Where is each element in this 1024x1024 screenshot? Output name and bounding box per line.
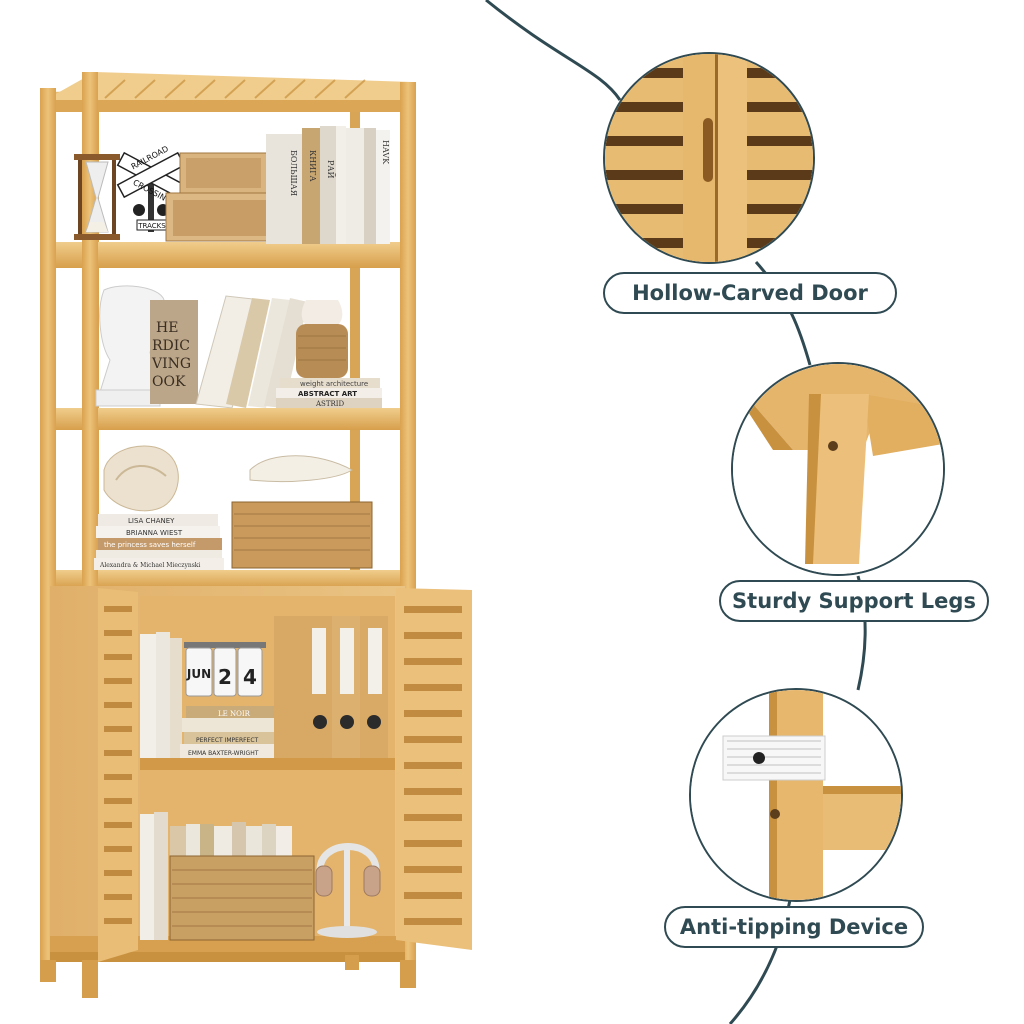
wicker-basket [231, 455, 373, 569]
svg-text:the princess saves herself: the princess saves herself [104, 541, 196, 549]
hourglass [74, 154, 120, 240]
door-slats-icon [605, 54, 813, 262]
cabinet-shelf [140, 758, 395, 770]
shelf-3 [45, 408, 407, 430]
cabinet-books-upper [140, 632, 182, 758]
connector-curve [485, 0, 867, 1024]
coral-decor [103, 445, 179, 512]
detail-legs [731, 362, 945, 576]
feature-label-door: Hollow-Carved Door [603, 272, 897, 314]
svg-text:JUN: JUN [186, 667, 211, 681]
headphones [315, 843, 381, 938]
svg-text:ASTRID: ASTRID [315, 400, 345, 408]
svg-text:weight architecture: weight architecture [300, 380, 368, 388]
svg-text:КНИГА: КНИГА [308, 150, 317, 182]
storage-basket [169, 855, 315, 941]
detail-anti-tip [689, 688, 903, 902]
cabinet-bottom [50, 936, 405, 952]
svg-text:LE NOIR: LE NOIR [218, 710, 251, 718]
feature-label-legs: Sturdy Support Legs [719, 580, 989, 622]
svg-text:ABSTRACT ART: ABSTRACT ART [298, 390, 357, 398]
svg-text:РАЙ: РАЙ [326, 160, 335, 178]
svg-text:Alexandra & Michael Mieczynski: Alexandra & Michael Mieczynski [99, 562, 200, 569]
svg-text:OOK: OOK [152, 374, 186, 390]
hardcover-book: HE RDIC VING OOK [150, 300, 198, 404]
svg-text:4: 4 [243, 665, 257, 689]
cabinet-books-lower [140, 812, 292, 940]
wicker-box [165, 152, 284, 242]
vase [296, 300, 348, 378]
book-stack-small: weight architecture ABSTRACT ART ASTRID [276, 378, 382, 408]
leg-joint-icon [733, 364, 943, 574]
book-stack-low: LE NOIR PERFECT IMPERFECT EMMA BAXTER-WR… [180, 706, 290, 758]
svg-text:EMMA BAXTER-WRIGHT: EMMA BAXTER-WRIGHT [188, 750, 259, 757]
svg-text:RDIC: RDIC [152, 338, 190, 354]
rear-post [350, 100, 360, 580]
leaning-books [195, 295, 308, 409]
svg-text:2: 2 [218, 665, 232, 689]
svg-text:BRIANNA WIEST: BRIANNA WIEST [126, 529, 183, 537]
flip-calendar: JUN 2 4 [184, 642, 266, 697]
shelf-4 [45, 570, 407, 588]
svg-text:PERFECT IMPERFECT: PERFECT IMPERFECT [196, 737, 259, 744]
anti-tip-strap-icon [691, 690, 901, 900]
binders [274, 616, 388, 758]
books-top: БОЛЬШАЯ КНИГА РАЙ HAVK [266, 126, 390, 244]
feature-label-anti-tip: Anti-tipping Device [664, 906, 924, 948]
svg-text:HE: HE [156, 320, 178, 336]
book-stack-mid: LISA CHANEY BRIANNA WIEST the princess s… [94, 514, 224, 570]
detail-door [603, 52, 815, 264]
svg-text:LISA CHANEY: LISA CHANEY [128, 517, 175, 525]
shelf-2 [45, 242, 407, 268]
svg-text:VING: VING [151, 356, 191, 372]
svg-text:БОЛЬШАЯ: БОЛЬШАЯ [289, 150, 298, 197]
svg-text:TRACKS: TRACKS [137, 222, 166, 230]
svg-text:HAVK: HAVK [381, 140, 390, 165]
